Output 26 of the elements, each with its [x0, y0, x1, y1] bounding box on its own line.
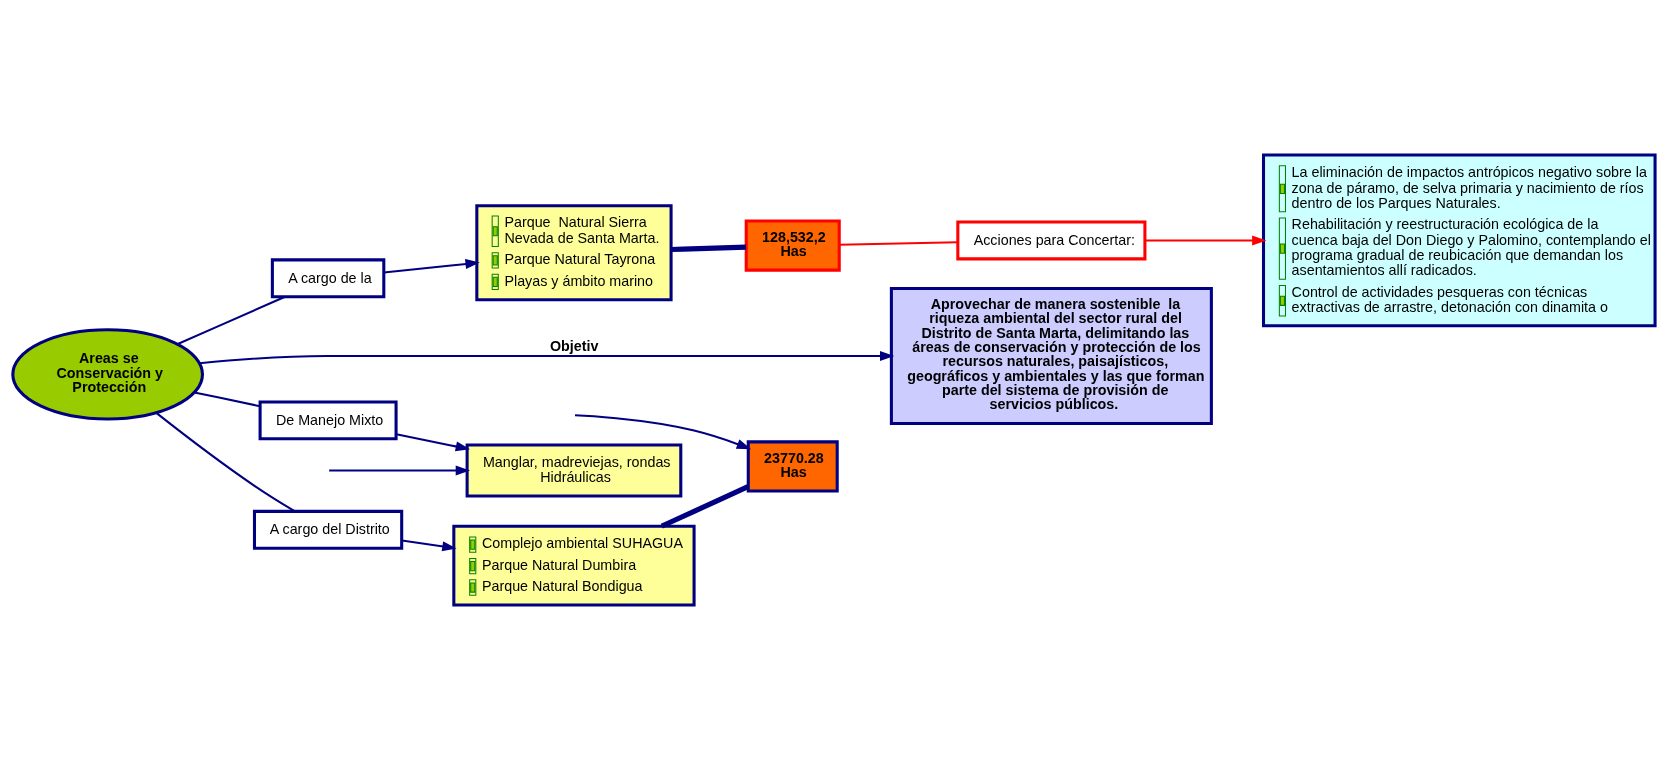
arrow — [1145, 235, 1267, 246]
node-box: Complejo ambiental SUHAGUA Parque Natural Dumbira Parque Natural Bondigua — [452, 524, 696, 607]
node-box: A cargo de la — [270, 258, 386, 299]
arrow — [575, 414, 752, 450]
connector — [671, 244, 747, 253]
node-box: La eliminación de impactos antrópicos negativo sobre la zona de páramo, de selva primaria y nacimiento de ríos dentro de los Parques Naturales. Rehabilitación y reestructuración ecológica de la cuenca baja del Don Diego y Palomino, contemplando el programa gradual de reubicación que demandan los asentamientos allí radicados. Control de actividades pesqueras con técnicas extractivas de arrastre, detonación con dinamita o — [1261, 153, 1657, 328]
node-box: Manglar, madreviejas, rondas Hidráulicas — [465, 443, 683, 498]
node-box: 128,532,2 Has — [744, 219, 841, 272]
arrow — [199, 350, 895, 365]
connector — [194, 391, 261, 408]
arrow — [396, 433, 470, 452]
connector — [839, 241, 958, 246]
node-box: De Manejo Mixto — [258, 400, 398, 441]
arrow — [401, 539, 457, 552]
node-box: Parque Natural Sierra Nevada de Santa Marta. Parque Natural Tayrona Playas y ámbito marino — [475, 204, 673, 302]
node-box: A cargo del Distrito — [252, 509, 404, 550]
arrow — [329, 465, 471, 476]
connector — [177, 295, 286, 345]
node-box: Aprovechar de manera sostenible la riqueza ambiental del sector rural del Distrito de Santa Marta, delimitando las áreas de conservación y protección de los recursos naturales, paisajísticos, geográficos y ambientales y las que forman parte del sistema de provisión de servicios públicos. — [889, 286, 1213, 425]
arrow — [383, 259, 480, 274]
edge-label: Objetiv — [549, 338, 599, 355]
node-box: Acciones para Concertar: — [956, 220, 1147, 261]
node-box: 23770.28 Has — [746, 440, 839, 493]
node-ellipse: Areas se Conservación y Protección — [11, 328, 204, 421]
connector — [660, 484, 750, 529]
connector — [155, 412, 296, 513]
